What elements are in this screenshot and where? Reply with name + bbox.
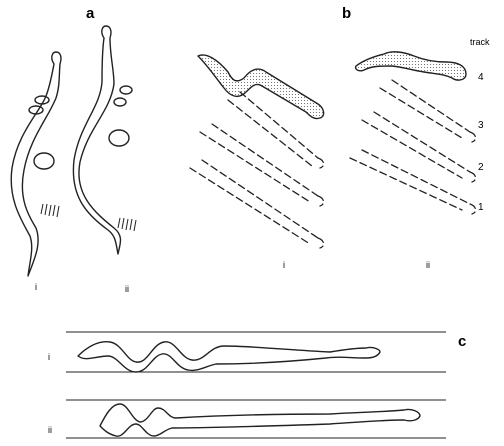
track-number-4: 4 — [478, 72, 484, 83]
panel-a-snake-ii: ii — [73, 26, 136, 294]
panel-b-label: b — [342, 5, 351, 22]
track-3-line — [380, 88, 462, 138]
track-2-line — [212, 124, 318, 196]
panel-a-label: a — [86, 5, 95, 22]
egg — [120, 86, 132, 94]
panel-c: c i ii — [48, 332, 466, 438]
hatching — [118, 218, 136, 231]
egg — [114, 98, 126, 106]
panel-c-label: c — [458, 333, 466, 350]
panel-c-i: i — [48, 332, 446, 372]
snake-body-outline — [100, 404, 420, 436]
track-1-line — [350, 158, 462, 210]
panel-a-sub-ii: ii — [125, 284, 129, 294]
panel-b-sub-i: i — [283, 260, 285, 270]
panel-b-ii: ii — [350, 52, 476, 270]
panel-a-sub-i: i — [35, 282, 37, 292]
panel-b: b track i ii — [190, 5, 490, 270]
track-header: track — [470, 37, 490, 47]
snake-body-stippled — [356, 52, 466, 80]
panel-c-ii: ii — [48, 400, 446, 438]
track-1-line — [190, 168, 310, 244]
egg — [109, 130, 129, 146]
track-end — [470, 172, 476, 182]
track-end — [318, 158, 324, 168]
snake-body-outline — [78, 342, 380, 372]
snake-body-outline — [73, 26, 120, 254]
panel-a-snake-i: i — [11, 52, 61, 292]
track-end — [318, 196, 324, 206]
track-2-line — [200, 132, 310, 202]
track-1-line — [202, 160, 318, 238]
panel-b-i: i — [190, 55, 324, 270]
track-number-3: 3 — [478, 120, 484, 131]
hatching — [41, 204, 59, 217]
track-number-1: 1 — [478, 202, 484, 213]
track-end — [470, 132, 476, 142]
panel-c-sub-ii: ii — [48, 425, 52, 435]
track-3-line — [392, 80, 470, 132]
panel-c-sub-i: i — [48, 352, 50, 362]
track-1-line — [362, 150, 470, 204]
track-end — [318, 238, 324, 248]
egg — [34, 153, 54, 169]
track-3-line — [228, 100, 312, 166]
track-number-2: 2 — [478, 162, 484, 173]
panel-b-sub-ii: ii — [426, 260, 430, 270]
track-end — [470, 204, 476, 214]
panel-a: a i — [11, 5, 136, 294]
